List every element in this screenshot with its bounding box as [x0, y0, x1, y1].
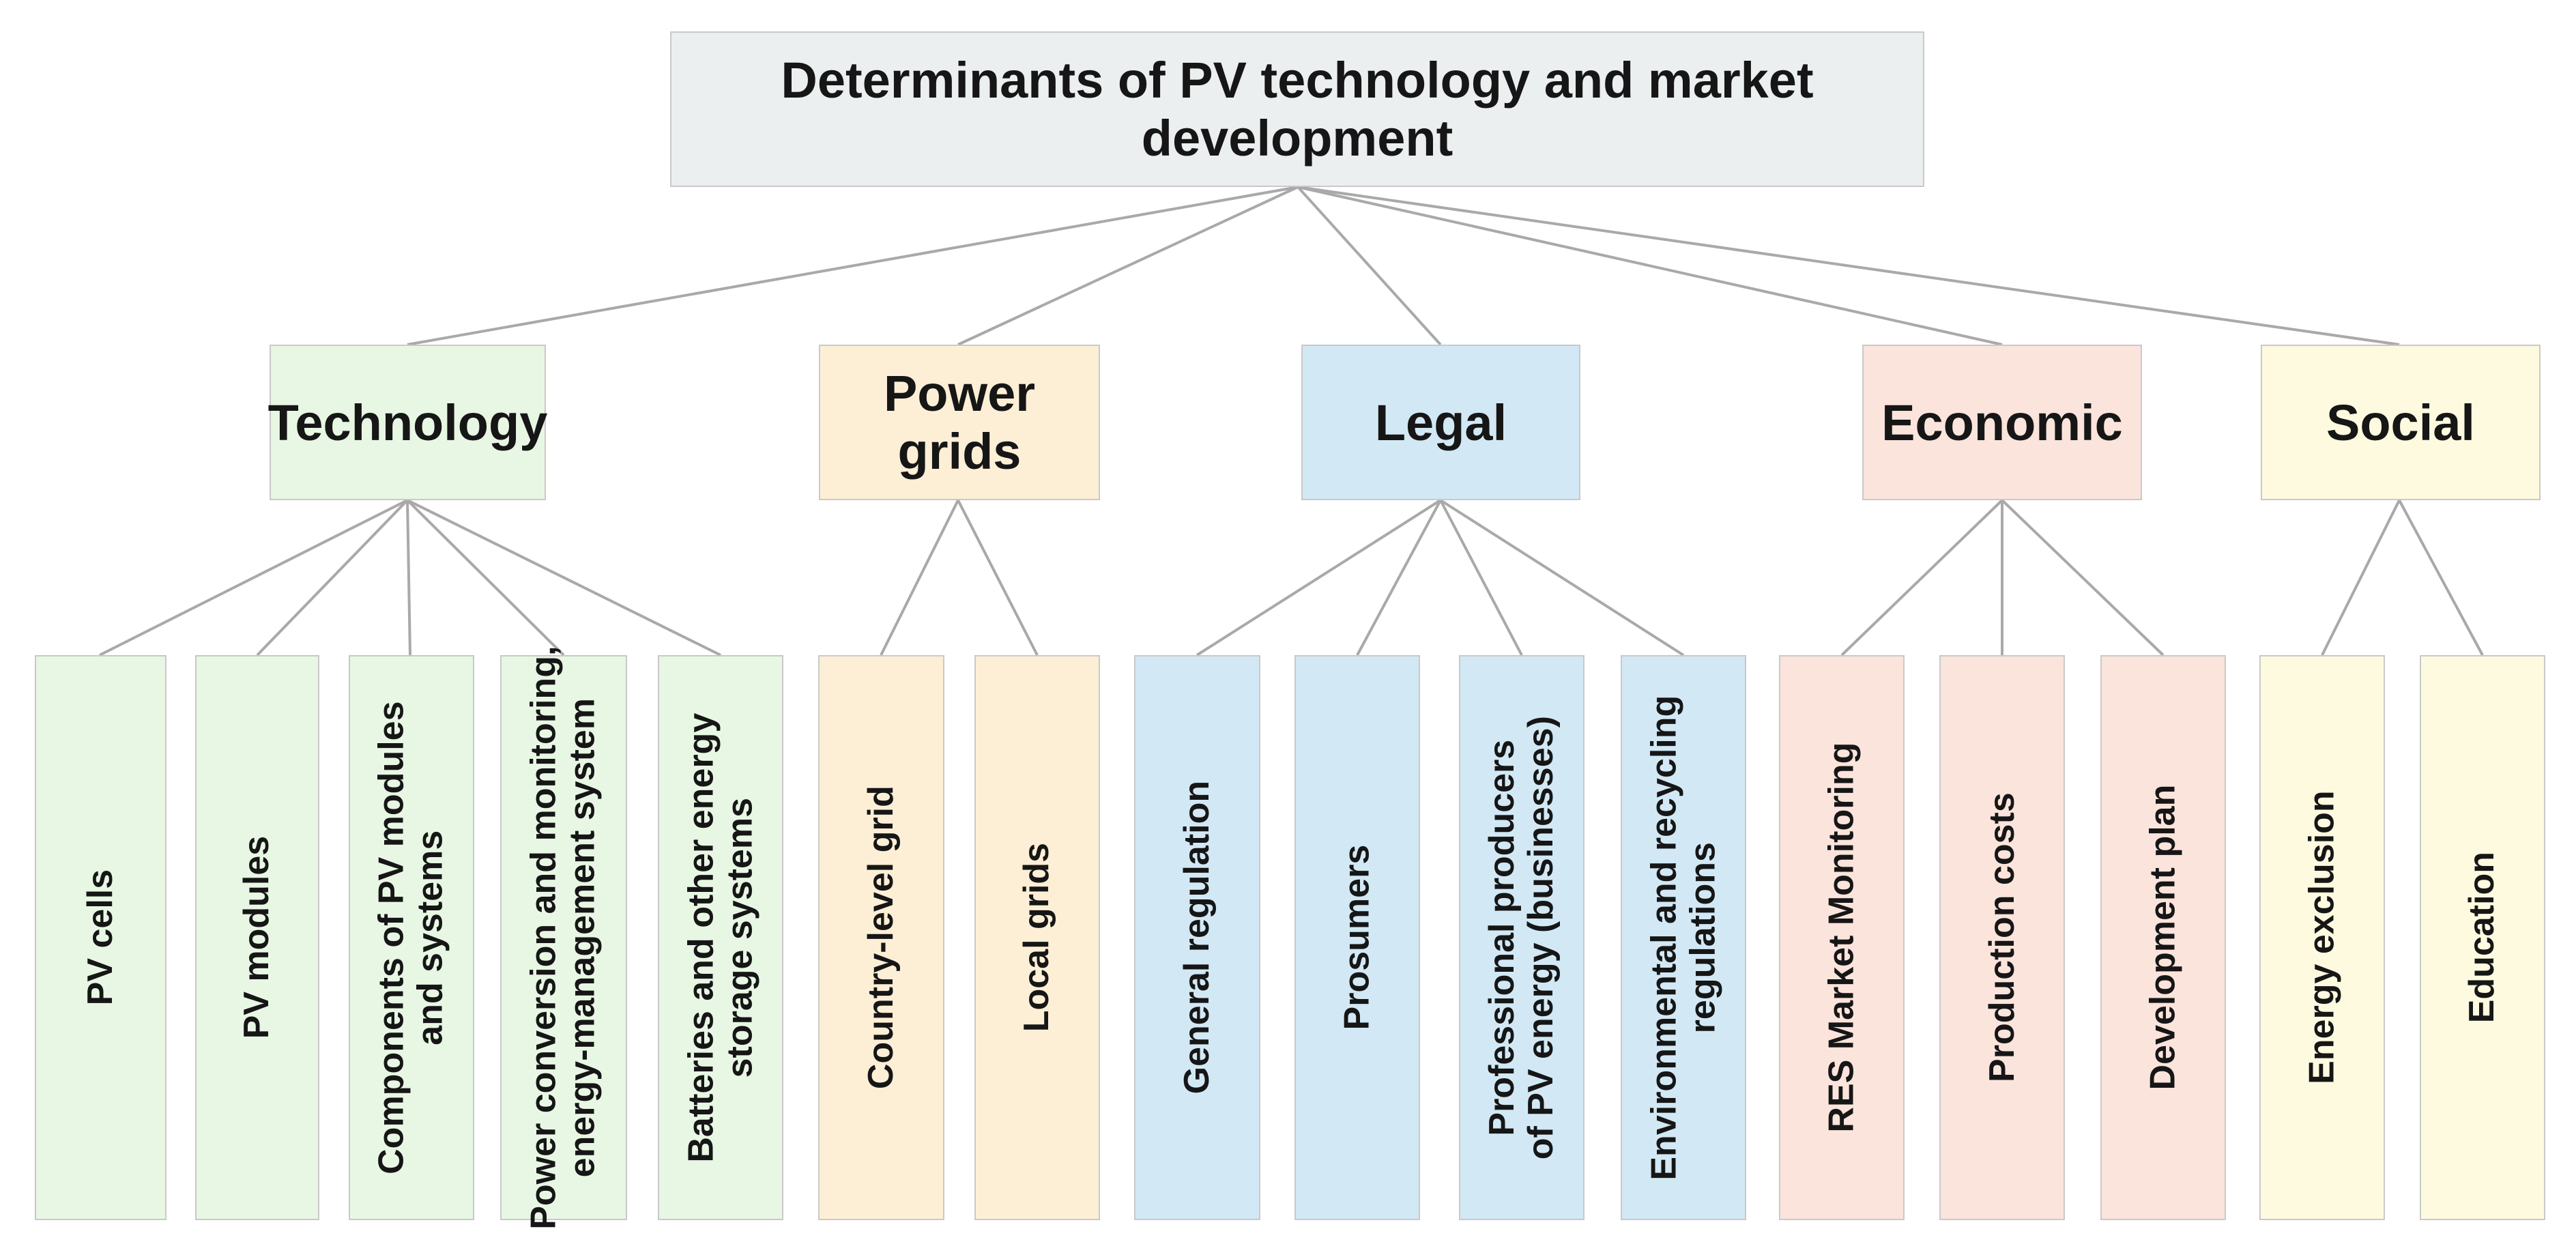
- connector-social-leaf-1: [2321, 500, 2401, 656]
- leaf-components: Components of PV modules and systems: [349, 655, 474, 1220]
- leaf-energy-exclusion: Energy exclusion: [2259, 655, 2385, 1220]
- category-legal: Legal: [1301, 345, 1580, 500]
- category-label: Economic: [1881, 394, 2123, 451]
- leaf-label: Components of PV modules and systems: [371, 701, 450, 1174]
- leaf-general-regulation: General regulation: [1134, 655, 1260, 1220]
- connector-social-leaf-2: [2398, 500, 2484, 656]
- leaf-batteries: Batteries and other energy storage syste…: [658, 655, 783, 1220]
- connector-technology-leaf-2: [256, 499, 409, 656]
- leaf-label: Batteries and other energy storage syste…: [680, 712, 759, 1163]
- leaf-production-costs: Production costs: [1939, 655, 2065, 1220]
- leaf-label: General regulation: [1176, 781, 1217, 1095]
- connector-technology-leaf-1: [99, 499, 408, 656]
- connector-technology-leaf-4: [406, 499, 565, 656]
- leaf-pv-cells: PV cells: [35, 655, 167, 1220]
- connector-root-technology: [407, 186, 1299, 346]
- leaf-label: RES Market Monitoring: [1821, 742, 1862, 1133]
- connector-root-legal: [1297, 186, 1442, 346]
- leaf-label: Education: [2462, 852, 2502, 1024]
- connector-root-economic: [1297, 186, 2003, 346]
- connector-power-grids-leaf-1: [880, 500, 959, 656]
- leaf-label: Local grids: [1017, 843, 1057, 1032]
- connector-root-power-grids: [957, 186, 1299, 346]
- category-label: Technology: [267, 394, 548, 451]
- leaf-development-plan: Development plan: [2100, 655, 2226, 1220]
- leaf-label: PV cells: [80, 869, 120, 1006]
- connector-root-social: [1297, 186, 2400, 346]
- category-technology: Technology: [267, 345, 548, 500]
- leaf-label: Power conversion and monitoring, energy-…: [523, 646, 603, 1230]
- connector-power-grids-leaf-2: [957, 500, 1039, 656]
- leaf-res-market-monitoring: RES Market Monitoring: [1779, 655, 1905, 1220]
- category-label: Power grids: [883, 365, 1036, 480]
- diagram-title: Determinants of PV technology and market…: [781, 52, 1814, 167]
- leaf-country-level-grid: Country-level grid: [818, 655, 944, 1220]
- connector-economic-leaf-1: [1840, 499, 2003, 656]
- leaf-power-conversion: Power conversion and monitoring, energy-…: [500, 646, 627, 1230]
- connector-economic-leaf-3: [2001, 499, 2165, 656]
- leaf-label: PV modules: [237, 836, 277, 1039]
- diagram-title-box: Determinants of PV technology and market…: [670, 31, 1924, 187]
- category-label: Legal: [1374, 394, 1507, 451]
- leaf-environmental-regulations: Environmental and recycling regulations: [1621, 655, 1746, 1220]
- leaf-label: Professional producers of PV energy (bus…: [1481, 715, 1561, 1160]
- category-economic: Economic: [1862, 345, 2142, 500]
- leaf-prosumers: Prosumers: [1294, 655, 1420, 1220]
- leaf-label: Production costs: [1982, 792, 2022, 1083]
- connector-legal-leaf-2: [1356, 500, 1442, 656]
- connector-legal-leaf-3: [1439, 500, 1523, 656]
- connector-legal-leaf-4: [1439, 499, 1685, 656]
- connector-legal-leaf-1: [1196, 499, 1442, 656]
- leaf-professional-producers: Professional producers of PV energy (bus…: [1459, 655, 1584, 1220]
- connector-technology-leaf-3: [406, 500, 411, 656]
- connector-technology-leaf-5: [407, 499, 721, 656]
- leaf-pv-modules: PV modules: [195, 655, 319, 1220]
- leaf-label: Prosumers: [1337, 845, 1377, 1030]
- leaf-label: Country-level grid: [860, 785, 901, 1090]
- leaf-label: Energy exclusion: [2302, 790, 2342, 1085]
- leaf-label: Development plan: [2143, 785, 2183, 1090]
- leaf-education: Education: [2420, 655, 2545, 1220]
- leaf-local-grids: Local grids: [974, 655, 1100, 1220]
- category-power-grids: Power grids: [819, 345, 1100, 500]
- category-label: Social: [2326, 394, 2475, 451]
- leaf-label: Environmental and recycling regulations: [1643, 695, 1722, 1181]
- category-social: Social: [2261, 345, 2541, 500]
